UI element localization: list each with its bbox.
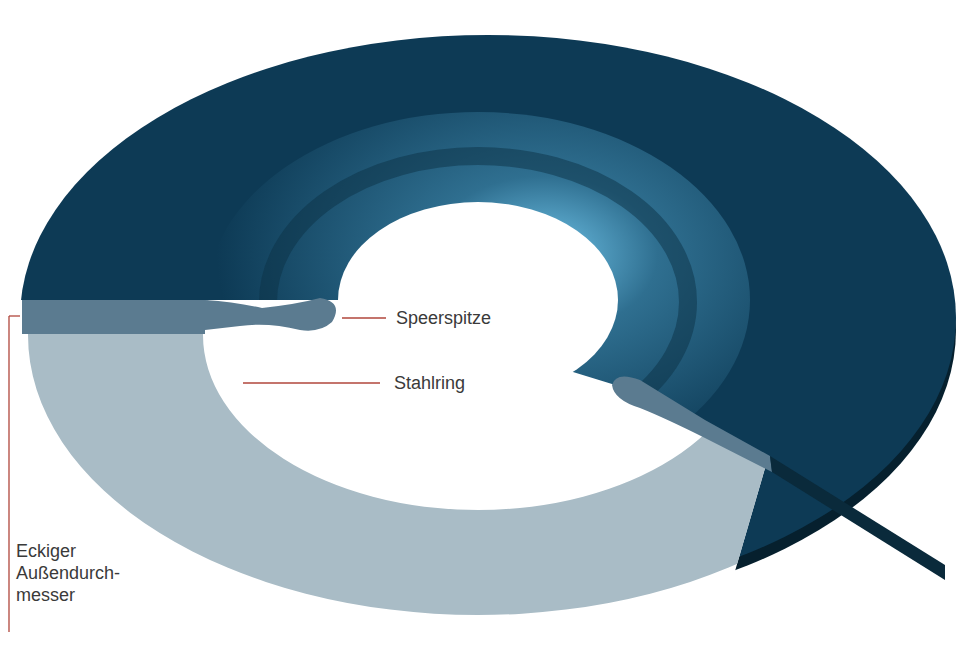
leader-line xyxy=(8,316,9,632)
right-edge xyxy=(770,456,945,580)
leader-line xyxy=(243,382,380,383)
part-label: Speerspitze xyxy=(396,307,491,329)
part-label: Stahlring xyxy=(394,372,465,394)
leader-line xyxy=(9,315,20,316)
right-section xyxy=(612,376,772,472)
left-section xyxy=(22,298,336,334)
part-label: Eckiger Außendurch- messer xyxy=(16,540,120,606)
steel-face xyxy=(28,55,928,615)
leader-line xyxy=(342,317,386,318)
steel-ring xyxy=(28,55,928,615)
